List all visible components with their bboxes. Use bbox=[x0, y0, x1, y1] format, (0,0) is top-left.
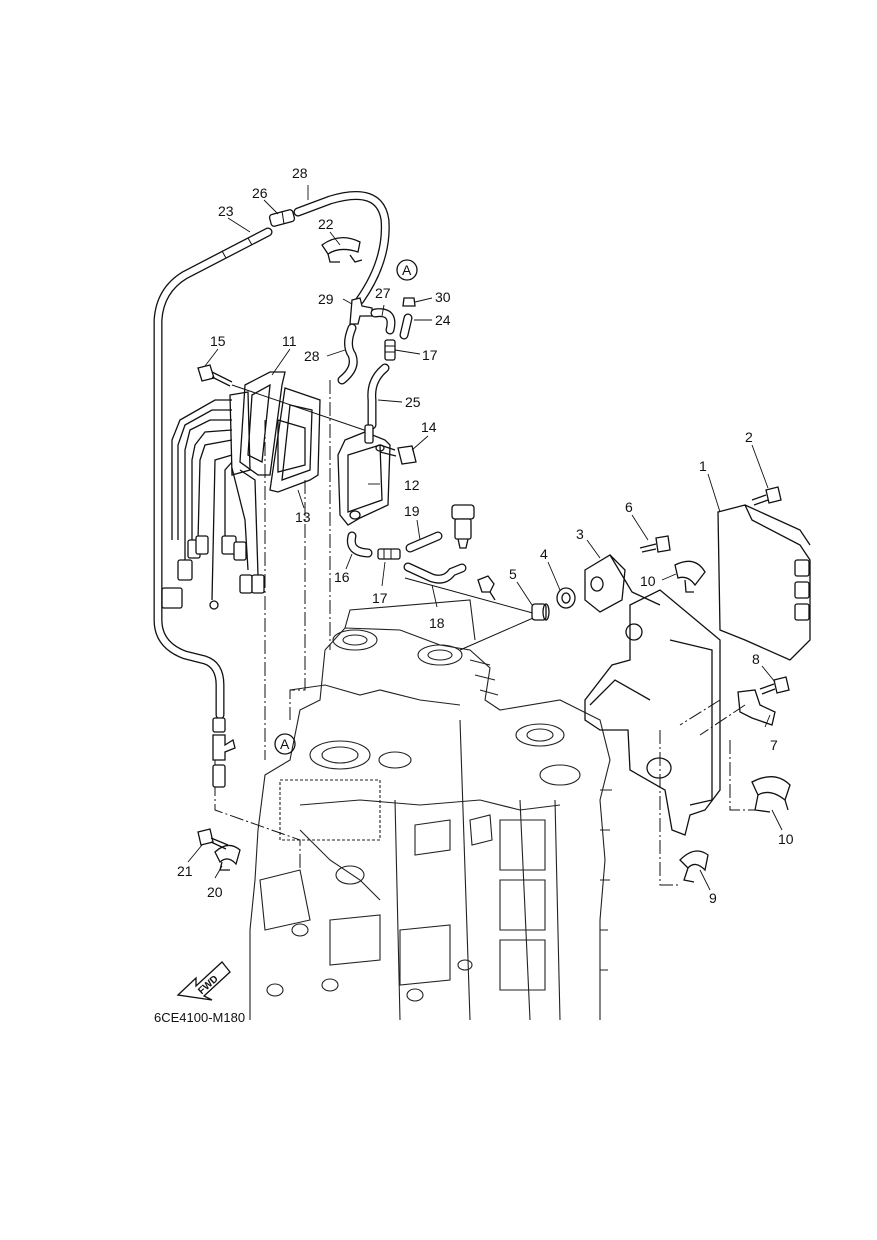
callout-28-upper: 28 bbox=[292, 165, 308, 181]
callout-17-upper: 17 bbox=[422, 347, 438, 363]
hose-27 bbox=[370, 308, 396, 335]
leader-lines bbox=[187, 185, 783, 891]
hose-16 bbox=[346, 531, 373, 558]
joint-17-upper bbox=[384, 339, 396, 361]
bracket-3 bbox=[584, 554, 661, 613]
clamp-10-lower bbox=[751, 776, 791, 813]
callout-14: 14 bbox=[421, 419, 437, 435]
callout-20: 20 bbox=[207, 884, 223, 900]
callout-13: 13 bbox=[295, 509, 311, 525]
joint-17-lower bbox=[377, 548, 401, 560]
fwd-arrow-icon: FWD bbox=[176, 961, 231, 1001]
callout-2: 2 bbox=[745, 429, 753, 445]
engine-block bbox=[249, 599, 612, 1021]
hose-23-long bbox=[153, 227, 273, 720]
bolt-8 bbox=[759, 676, 790, 695]
hose-24 bbox=[399, 313, 413, 340]
hose-28-lower bbox=[337, 323, 358, 385]
bolt-2 bbox=[751, 486, 782, 506]
hose-28-upper bbox=[293, 191, 390, 305]
callout-12: 12 bbox=[404, 477, 420, 493]
reference-mark-top-label: A bbox=[402, 262, 412, 278]
callout-21: 21 bbox=[177, 863, 193, 879]
reference-mark-bottom-label: A bbox=[280, 736, 290, 752]
callout-labels: 1 2 3 4 5 6 7 8 9 10 10 11 12 13 14 15 1… bbox=[177, 165, 794, 906]
bolt-21 bbox=[197, 828, 229, 850]
clamp-20 bbox=[214, 844, 241, 871]
callout-7: 7 bbox=[770, 737, 778, 753]
clamp-9 bbox=[679, 850, 709, 883]
reference-mark-bottom: A bbox=[274, 733, 296, 755]
collar-5 bbox=[531, 603, 550, 621]
callout-22: 22 bbox=[318, 216, 334, 232]
ecu-1 bbox=[717, 504, 811, 661]
hose-lower-joint bbox=[212, 717, 236, 788]
clamp-10-upper bbox=[674, 560, 706, 593]
callout-10-lower: 10 bbox=[778, 831, 794, 847]
callout-16: 16 bbox=[334, 569, 350, 585]
callout-11: 11 bbox=[282, 333, 297, 349]
cover-12 bbox=[337, 424, 391, 526]
sensor-upper bbox=[451, 504, 475, 549]
clip-30 bbox=[402, 297, 416, 307]
bracket-plate bbox=[584, 589, 721, 836]
callout-9: 9 bbox=[709, 890, 717, 906]
joint-29 bbox=[349, 297, 373, 325]
assembly-guide-lines bbox=[214, 380, 755, 886]
callout-10-upper: 10 bbox=[640, 573, 656, 589]
callout-5: 5 bbox=[509, 566, 517, 582]
callout-19: 19 bbox=[404, 503, 420, 519]
hose-18 bbox=[403, 562, 467, 584]
clamp-22 bbox=[321, 237, 363, 263]
callout-29: 29 bbox=[318, 291, 334, 307]
callout-8: 8 bbox=[752, 651, 760, 667]
callout-17-lower: 17 bbox=[372, 590, 388, 606]
callout-18: 18 bbox=[429, 615, 445, 631]
callout-4: 4 bbox=[540, 546, 548, 562]
joint-26 bbox=[268, 209, 296, 227]
callout-30: 30 bbox=[435, 289, 451, 305]
callout-28-lower: 28 bbox=[304, 348, 320, 364]
hose-19 bbox=[405, 531, 443, 553]
drawing-code: 6CE4100-M180 bbox=[154, 1010, 245, 1025]
callout-1: 1 bbox=[699, 458, 707, 474]
wire-harness bbox=[161, 391, 265, 610]
reference-mark-top: A bbox=[396, 259, 418, 281]
hose-25 bbox=[367, 363, 390, 430]
stay-7 bbox=[737, 689, 776, 726]
gasket-13 bbox=[269, 387, 321, 493]
grommet-4 bbox=[556, 587, 576, 609]
bolt-6 bbox=[639, 535, 671, 553]
callout-3: 3 bbox=[576, 526, 584, 542]
callout-15: 15 bbox=[210, 333, 226, 349]
callout-26: 26 bbox=[252, 185, 268, 201]
bolt-14 bbox=[379, 444, 417, 465]
callout-27: 27 bbox=[375, 285, 391, 301]
callout-24: 24 bbox=[435, 312, 451, 328]
callout-25: 25 bbox=[405, 394, 421, 410]
sensor-lower bbox=[477, 575, 496, 601]
callout-23: 23 bbox=[218, 203, 234, 219]
callout-6: 6 bbox=[625, 499, 633, 515]
